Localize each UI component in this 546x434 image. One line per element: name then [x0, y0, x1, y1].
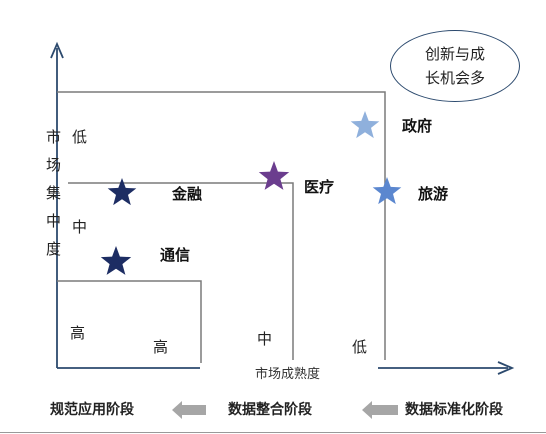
- stage-middle: 数据整合阶段: [228, 402, 312, 418]
- label-telecom: 通信: [160, 246, 191, 264]
- y-title-char-5: 度: [46, 240, 62, 258]
- y-title-char-1: 市: [46, 128, 62, 146]
- y-level-high: 高: [70, 324, 86, 342]
- x-axis-arrowhead: [497, 361, 515, 375]
- frame-inner: [57, 280, 202, 363]
- stage-arrow-left: [172, 401, 206, 419]
- callout-line-2: 长机会多: [424, 69, 485, 87]
- stage-left: 规范应用阶段: [50, 402, 134, 418]
- y-axis-arrowhead: [50, 41, 64, 59]
- callout-line-1: 创新与成: [424, 45, 485, 63]
- label-government: 政府: [402, 117, 433, 135]
- frame-outer: [57, 91, 386, 360]
- x-axis-title: 市场成熟度: [255, 367, 321, 382]
- x-level-high: 高: [153, 338, 169, 356]
- star-finance: [107, 178, 137, 206]
- y-title-char-2: 场: [46, 156, 62, 174]
- y-level-low: 低: [72, 128, 88, 146]
- star-telecom: [100, 246, 132, 275]
- x-level-mid: 中: [257, 330, 273, 348]
- star-healthcare: [258, 161, 290, 190]
- bottom-rule: [0, 432, 546, 433]
- star-government: [350, 111, 380, 139]
- opportunity-callout: 创新与成 长机会多: [390, 30, 520, 102]
- frame-middle: [68, 182, 294, 360]
- label-tourism: 旅游: [418, 185, 449, 203]
- stage-right: 数据标准化阶段: [405, 402, 503, 418]
- y-title-char-3: 集: [46, 184, 62, 202]
- y-level-mid: 中: [72, 218, 88, 236]
- star-tourism: [372, 177, 402, 205]
- label-finance: 金融: [172, 185, 203, 203]
- label-healthcare: 医疗: [304, 178, 335, 196]
- y-title-char-4: 中: [46, 212, 62, 230]
- x-level-low: 低: [352, 338, 368, 356]
- stage-arrow-right: [362, 401, 398, 419]
